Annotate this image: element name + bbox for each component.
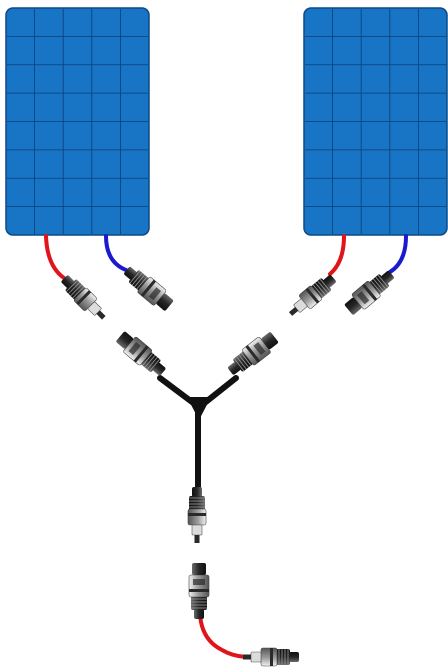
y-junction-block <box>187 397 211 420</box>
solar-panel-right <box>303 7 448 236</box>
output-lead-red <box>198 613 248 659</box>
y-branch-left-input-connector <box>116 331 166 376</box>
y-branch-output-connector <box>187 487 207 543</box>
mc4-connectors <box>61 266 394 667</box>
left-panel-positive-lead <box>44 234 66 280</box>
left-panel-positive-mc4-connector <box>61 275 106 320</box>
left-panel-negative-mc4-connector <box>124 266 174 311</box>
output-lead-upper-connector <box>188 563 210 619</box>
output-lead-end-connector <box>243 647 299 667</box>
y-branch-right-input-connector <box>228 332 278 375</box>
y-branch-cable <box>157 375 239 491</box>
left-panel-negative-lead <box>104 234 128 272</box>
right-panel-negative-mc4-connector <box>344 270 394 315</box>
right-panel-negative-lead <box>388 234 408 274</box>
right-panel-positive-mc4-connector <box>288 274 336 316</box>
right-panel-positive-lead <box>328 234 346 276</box>
solar-panel-left <box>5 7 150 236</box>
